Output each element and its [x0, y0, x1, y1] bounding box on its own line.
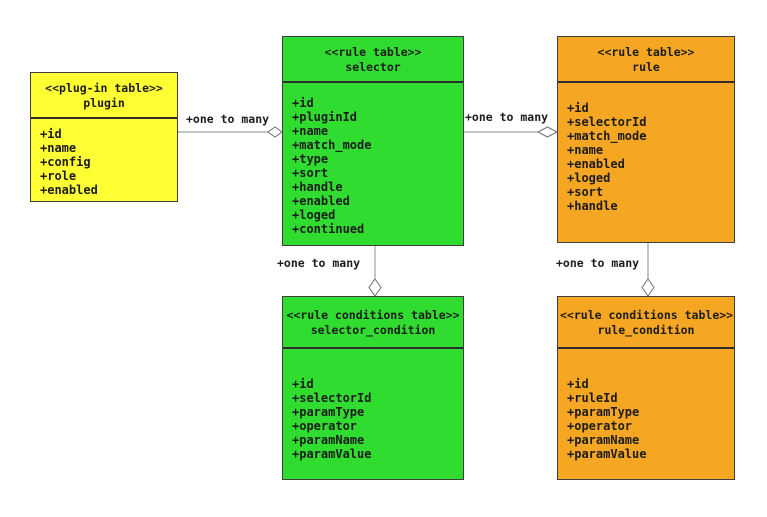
attribute: +selectorId — [292, 391, 372, 405]
entity-stereotype: <<rule table>> — [597, 45, 695, 59]
attribute: +config — [40, 155, 91, 169]
entity-name: selector_condition — [310, 323, 436, 337]
attribute: +id — [292, 377, 314, 391]
attribute: +enabled — [567, 157, 625, 171]
aggregation-diamond-icon — [267, 126, 283, 138]
relation-label-plugin-selector: +one to many — [186, 112, 270, 126]
attribute-list: +id+selectorId+match_mode+name+enabled+l… — [558, 83, 734, 213]
entity-name: rule_condition — [597, 323, 695, 337]
relation-label-selector-rule: +one to many — [465, 110, 549, 124]
entity-stereotype: <<plug-in table>> — [45, 81, 163, 95]
relation-label-rule-rule-condition: +one to many — [556, 256, 640, 270]
attribute: +operator — [567, 419, 633, 433]
attribute: +paramName — [292, 433, 365, 447]
attribute: +match_mode — [292, 138, 372, 152]
entity-selector-condition[interactable]: <<rule conditions table>> selector_condi… — [282, 296, 464, 480]
aggregation-diamond-icon — [536, 126, 559, 138]
connector-rule-rule-condition — [641, 243, 655, 297]
aggregation-diamond-icon — [641, 278, 655, 297]
connector-selector-selector-condition — [368, 246, 382, 297]
entity-name: plugin — [83, 96, 125, 110]
attribute: +loged — [292, 208, 336, 222]
attribute: +selectorId — [567, 115, 647, 129]
attribute: +name — [567, 143, 604, 157]
entity-stereotype: <<rule conditions table>> — [560, 308, 734, 322]
entity-header: <<rule table>> rule — [558, 37, 734, 83]
entity-header: <<rule conditions table>> selector_condi… — [283, 297, 463, 349]
connector-plugin-selector — [178, 126, 283, 138]
entity-header: <<plug-in table>> plugin — [31, 73, 177, 119]
attribute: +sort — [567, 185, 604, 199]
entity-stereotype: <<rule conditions table>> — [286, 308, 460, 322]
entity-plugin[interactable]: <<plug-in table>> plugin +id+name+config… — [30, 72, 178, 202]
attribute-list: +id+selectorId+paramType+operator+paramN… — [283, 349, 463, 461]
attribute: +name — [292, 124, 329, 138]
attribute: +name — [40, 141, 77, 155]
entity-header: <<rule table>> selector — [283, 37, 463, 83]
attribute: +role — [40, 169, 77, 183]
attribute: +pluginId — [292, 110, 358, 124]
attribute: +paramType — [567, 405, 640, 419]
entity-stereotype: <<rule table>> — [324, 45, 422, 59]
attribute: +id — [40, 127, 62, 141]
attribute: +loged — [567, 171, 611, 185]
attribute: +enabled — [40, 183, 98, 197]
attribute: +sort — [292, 166, 329, 180]
attribute: +handle — [567, 199, 618, 213]
relation-label-selector-selector-condition: +one to many — [277, 256, 361, 270]
attribute: +continued — [292, 222, 365, 236]
connector-selector-rule — [464, 126, 559, 138]
attribute: +id — [292, 96, 314, 110]
attribute: +enabled — [292, 194, 350, 208]
attribute-list: +id+pluginId+name+match_mode+type+sort+h… — [283, 83, 463, 236]
attribute: +id — [567, 101, 589, 115]
entity-selector[interactable]: <<rule table>> selector +id+pluginId+nam… — [282, 36, 464, 246]
attribute: +ruleId — [567, 391, 618, 405]
attribute: +paramValue — [292, 447, 372, 461]
entity-rule[interactable]: <<rule table>> rule +id+selectorId+match… — [557, 36, 735, 243]
attribute: +match_mode — [567, 129, 647, 143]
attribute: +paramName — [567, 433, 640, 447]
entity-header: <<rule conditions table>> rule_condition — [558, 297, 734, 349]
attribute-list: +id+ruleId+paramType+operator+paramName+… — [558, 349, 734, 461]
attribute-list: +id+name+config+role+enabled — [31, 119, 177, 197]
attribute: +operator — [292, 419, 358, 433]
attribute: +paramType — [292, 405, 365, 419]
attribute: +handle — [292, 180, 343, 194]
attribute: +type — [292, 152, 329, 166]
entity-name: selector — [345, 60, 401, 74]
aggregation-diamond-icon — [368, 278, 382, 297]
attribute: +paramValue — [567, 447, 647, 461]
attribute: +id — [567, 377, 589, 391]
entity-name: rule — [632, 60, 660, 74]
entity-rule-condition[interactable]: <<rule conditions table>> rule_condition… — [557, 296, 735, 480]
